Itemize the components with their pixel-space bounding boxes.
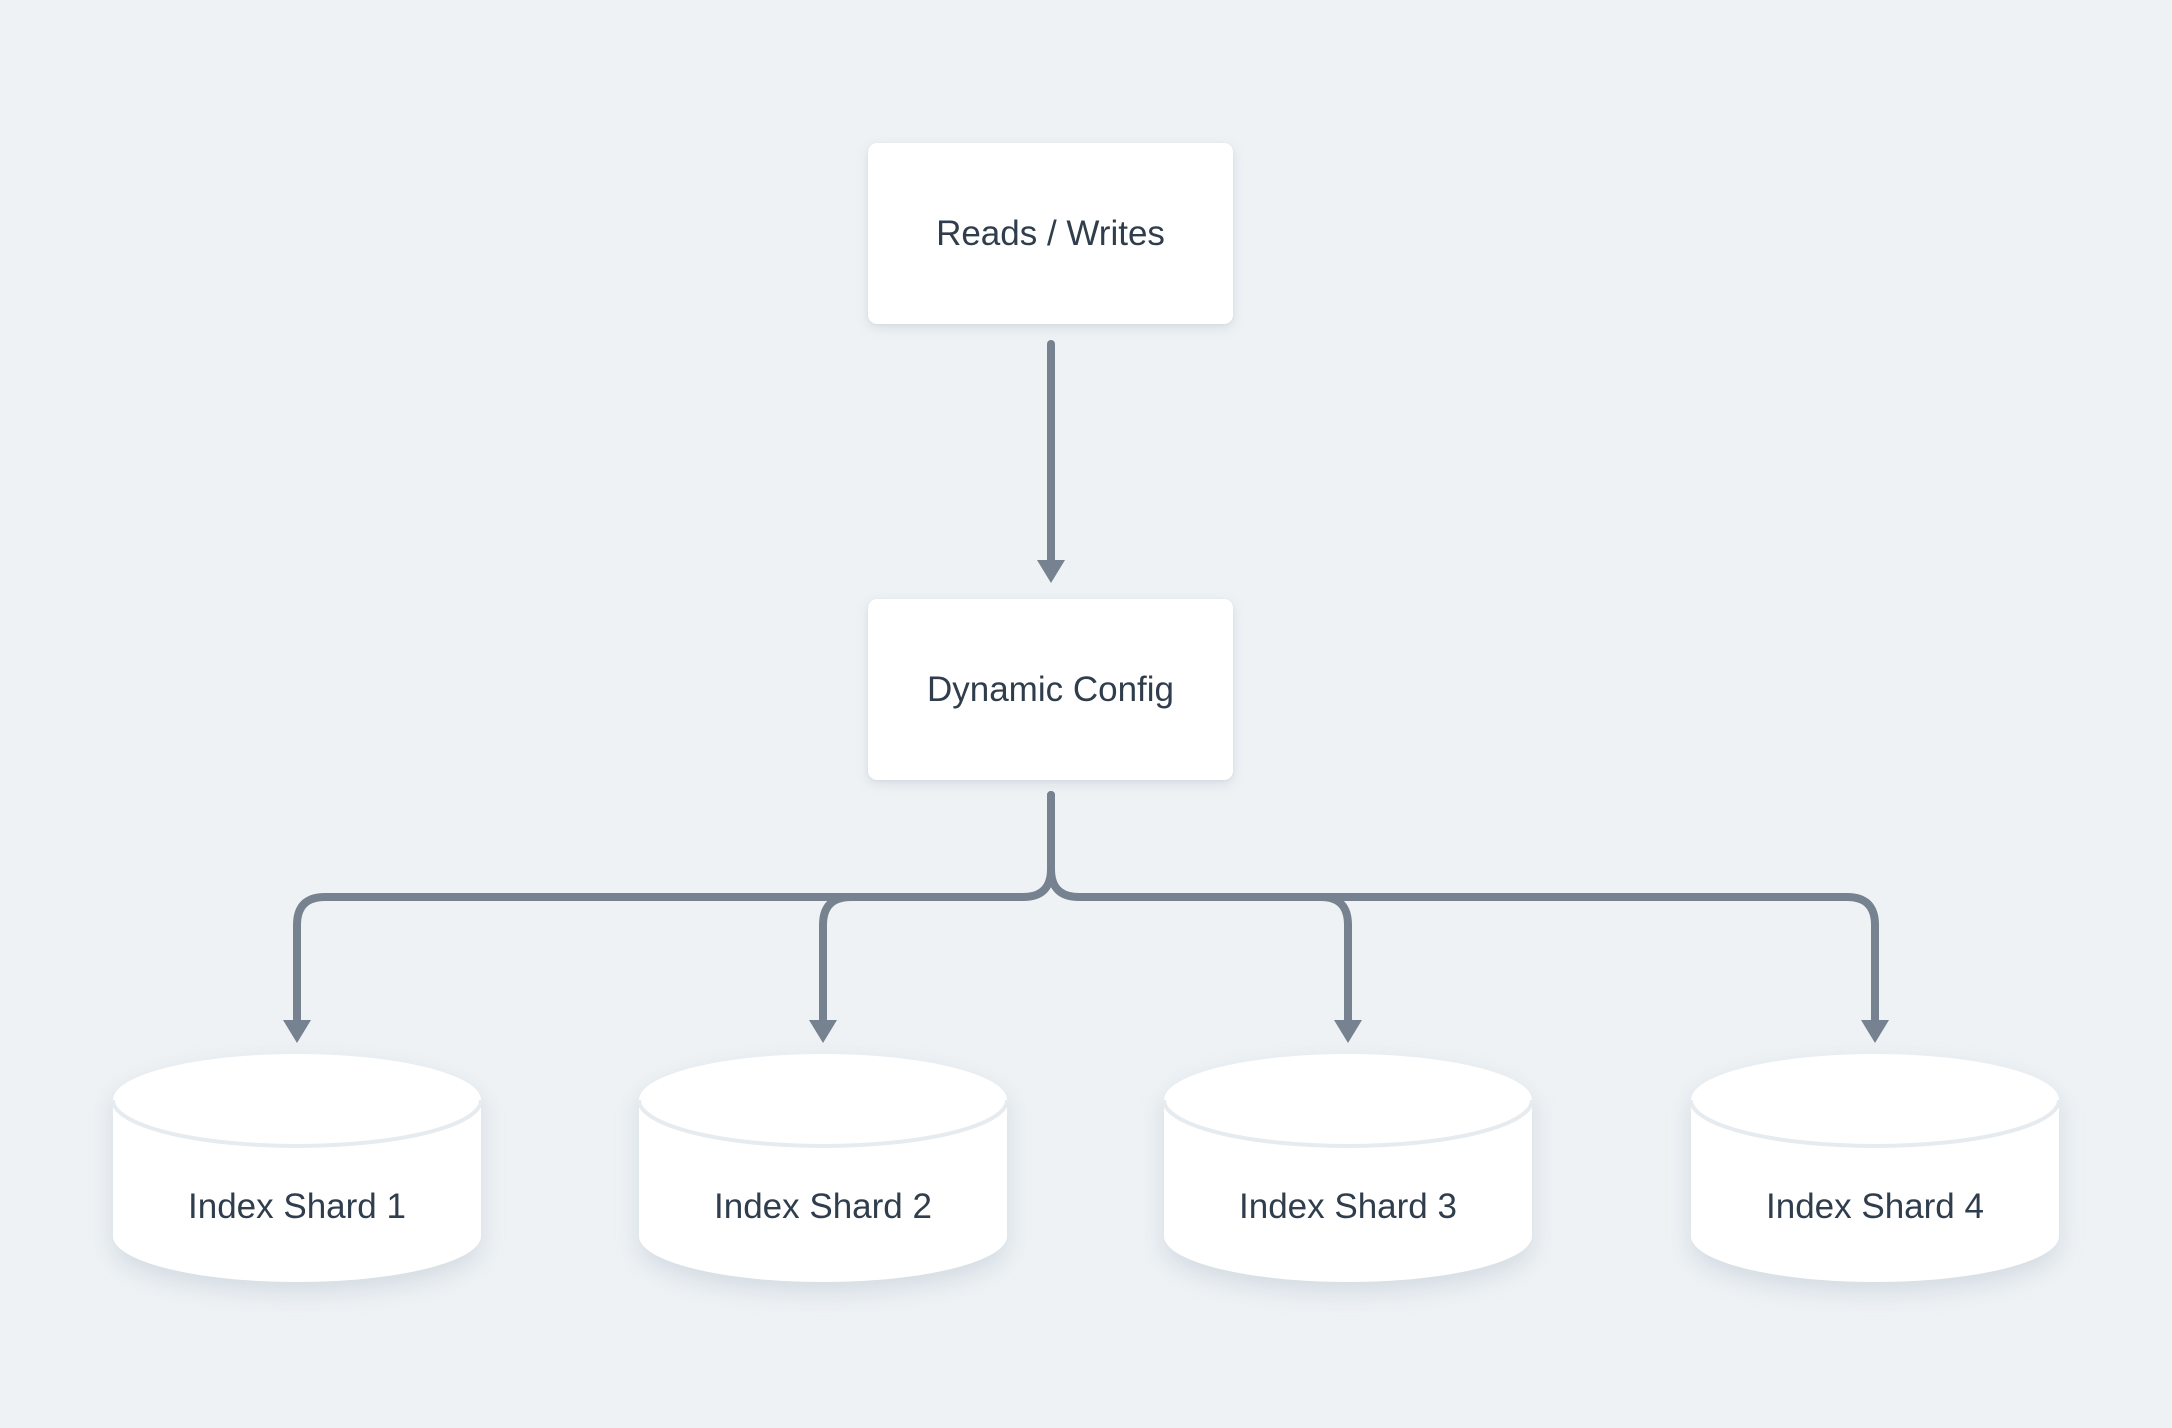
node-index-shard-4-label: Index Shard 4	[1766, 1187, 1984, 1226]
node-index-shard-1: Index Shard 1	[111, 1052, 483, 1284]
arrowhead-icon	[1037, 560, 1065, 583]
database-cylinder-icon	[1162, 1054, 1534, 1282]
database-cylinder-icon	[1689, 1054, 2061, 1282]
edge-dynamic-config-to-shard-1	[293, 791, 1055, 1025]
database-cylinder-icon	[111, 1054, 483, 1282]
node-index-shard-2: Index Shard 2	[637, 1052, 1009, 1284]
node-dynamic-config: Dynamic Config	[868, 599, 1233, 780]
edge-dynamic-config-to-shard-4	[1047, 791, 1879, 1025]
edge-dynamic-config-to-shard-3	[1317, 893, 1352, 1025]
arrowhead-icon	[283, 1020, 311, 1043]
arrowhead-icon	[1334, 1020, 1362, 1043]
node-index-shard-2-label: Index Shard 2	[714, 1187, 932, 1226]
arrowhead-icon	[1861, 1020, 1889, 1043]
node-index-shard-1-label: Index Shard 1	[188, 1187, 406, 1226]
edge-dynamic-config-to-shard-2	[819, 893, 855, 1025]
arrowhead-icon	[809, 1020, 837, 1043]
database-cylinder-icon	[637, 1054, 1009, 1282]
node-reads-writes-label: Reads / Writes	[936, 213, 1165, 253]
node-dynamic-config-label: Dynamic Config	[926, 669, 1175, 709]
node-reads-writes: Reads / Writes	[868, 143, 1233, 324]
node-index-shard-3: Index Shard 3	[1162, 1052, 1534, 1284]
node-index-shard-4: Index Shard 4	[1689, 1052, 2061, 1284]
node-index-shard-3-label: Index Shard 3	[1239, 1187, 1457, 1226]
